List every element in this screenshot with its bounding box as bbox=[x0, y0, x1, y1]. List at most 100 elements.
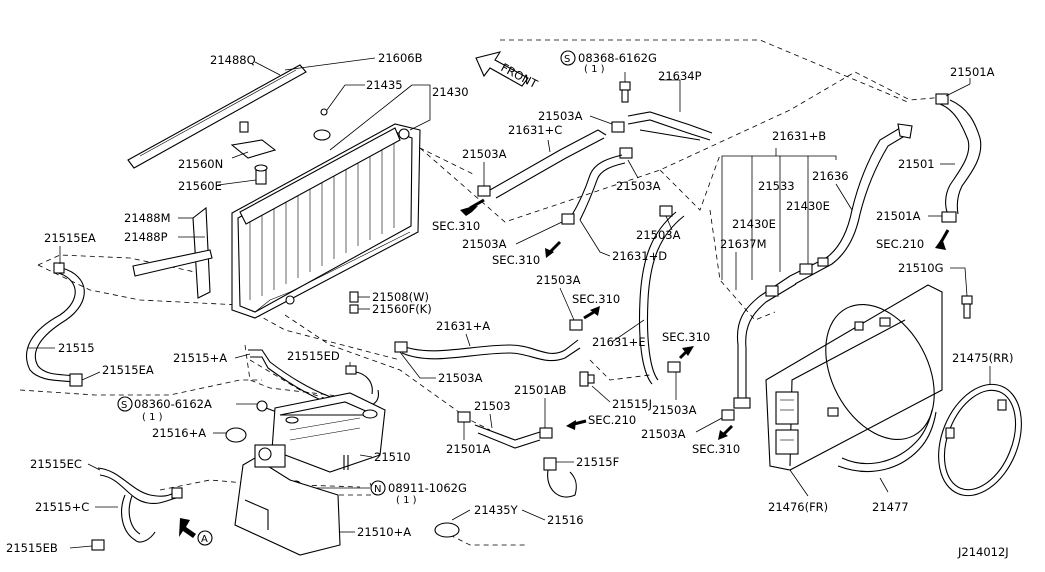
clamp-21515ED bbox=[345, 365, 373, 395]
strap-21515F bbox=[543, 457, 577, 498]
reservoir-tank-21510 bbox=[271, 392, 386, 473]
sec310-2: SEC.310 bbox=[492, 253, 540, 267]
ref-arrow-icon bbox=[179, 518, 196, 538]
label-21636: 21636 bbox=[812, 169, 849, 183]
circle-S-2: S bbox=[564, 54, 570, 65]
label-21435Y: 21435Y bbox=[474, 503, 519, 517]
radiator-cap-icon bbox=[313, 129, 331, 141]
drain-cock-21508 bbox=[349, 291, 359, 314]
circle-S-1: S bbox=[121, 400, 127, 411]
sec-arrow-icon bbox=[566, 419, 587, 430]
hose-21631A bbox=[399, 339, 581, 362]
sec210-2: SEC.210 bbox=[876, 237, 924, 251]
drain-plug-icon bbox=[320, 108, 328, 116]
clamp-21501AB bbox=[539, 427, 553, 439]
label-21631D: 21631+D bbox=[612, 249, 667, 263]
sec310-3: SEC.310 bbox=[572, 292, 620, 306]
label-21503A-2: 21503A bbox=[462, 147, 507, 161]
label-21430: 21430 bbox=[432, 85, 469, 99]
hose-21636 bbox=[789, 123, 913, 285]
radiator-core bbox=[231, 123, 421, 319]
circle-N: N bbox=[374, 484, 381, 495]
label-21501A-b: 21501A bbox=[446, 442, 491, 456]
sec-arrow-icon bbox=[545, 240, 562, 258]
label-21430E-2: 21430E bbox=[786, 199, 830, 213]
label-08368-qty: ( 1 ) bbox=[584, 64, 605, 75]
label-21488P: 21488P bbox=[124, 230, 168, 244]
sec-arrow-icon bbox=[583, 306, 600, 320]
grommet-21560E bbox=[254, 164, 268, 185]
clamp-21503A-2 bbox=[477, 185, 491, 197]
clamp-21503A-9 bbox=[721, 409, 735, 421]
label-21634P: 21634P bbox=[658, 69, 702, 83]
label-21515F: 21515F bbox=[576, 455, 619, 469]
label-21560E: 21560E bbox=[178, 179, 222, 193]
label-21533: 21533 bbox=[758, 179, 795, 193]
pipe-21634P bbox=[627, 111, 713, 141]
shroud-ring-21475 bbox=[938, 383, 1022, 497]
circle-ref-icon bbox=[560, 50, 576, 66]
label-21475RR: 21475(RR) bbox=[952, 351, 1014, 365]
label-21501A-2: 21501A bbox=[876, 209, 921, 223]
clamp-21503A-1 bbox=[611, 121, 625, 133]
front-arrow-icon bbox=[475, 51, 529, 87]
label-21631B: 21631+B bbox=[772, 129, 826, 143]
lower-tank-21510A bbox=[234, 444, 341, 556]
label-21503A-8: 21503A bbox=[652, 403, 697, 417]
label-21501: 21501 bbox=[898, 157, 935, 171]
label-21515EA-top: 21515EA bbox=[44, 231, 96, 245]
label-21631C: 21631+C bbox=[508, 123, 562, 137]
label-21501A-1: 21501A bbox=[950, 65, 995, 79]
label-08368: 08368-6162G bbox=[578, 51, 657, 65]
hose-21631D bbox=[571, 154, 626, 221]
label-21503A-3: 21503A bbox=[616, 179, 661, 193]
seal-strip-21488Q bbox=[127, 64, 307, 169]
label-21560FK: 21560F(K) bbox=[372, 302, 432, 316]
cap-21516A bbox=[225, 427, 247, 443]
clamp-21533 bbox=[817, 257, 829, 267]
drawing-code: J214012J bbox=[957, 545, 1009, 559]
label-21476FR: 21476(FR) bbox=[768, 500, 828, 514]
label-21503A-9: 21503A bbox=[641, 427, 686, 441]
sec-arrow-icon bbox=[935, 229, 950, 250]
dashed-guide-lines bbox=[19, 39, 946, 546]
label-21510A: 21510+A bbox=[357, 525, 411, 539]
cap-21516 bbox=[434, 522, 460, 538]
hose-21637M bbox=[736, 275, 797, 400]
label-21515J: 21515J bbox=[612, 397, 652, 411]
label-21631A: 21631+A bbox=[436, 319, 490, 333]
sec310-1: SEC.310 bbox=[432, 219, 480, 233]
label-08911-qty: ( 1 ) bbox=[396, 495, 417, 506]
label-21503A-5: 21503A bbox=[636, 228, 681, 242]
label-21508W: 21508(W) bbox=[372, 290, 429, 304]
label-21637M: 21637M bbox=[720, 237, 767, 251]
label-21515EA-bottom: 21515EA bbox=[102, 363, 154, 377]
sec210-1: SEC.210 bbox=[588, 413, 636, 427]
bracket-21560N bbox=[230, 121, 277, 159]
label-21435: 21435 bbox=[366, 78, 403, 92]
circle-ref-icon bbox=[197, 530, 213, 546]
bolt-21510G bbox=[961, 295, 973, 319]
clamp-21501A-b bbox=[457, 411, 471, 423]
label-21503: 21503 bbox=[474, 399, 511, 413]
clamp-21503A-5 bbox=[659, 205, 673, 217]
label-08360: 08360-6162A bbox=[134, 397, 212, 411]
clamp-21503A-8 bbox=[667, 361, 681, 373]
label-21503A-7: 21503A bbox=[536, 273, 581, 287]
label-08911: 08911-1062G bbox=[388, 481, 467, 495]
label-21560N: 21560N bbox=[178, 157, 223, 171]
hose-21503 bbox=[474, 424, 541, 449]
label-21516A: 21516+A bbox=[152, 426, 206, 440]
sec-arrow-icon bbox=[718, 424, 734, 440]
label-21503A-6: 21503A bbox=[438, 371, 483, 385]
label-21515: 21515 bbox=[58, 341, 95, 355]
label-21631E: 21631+E bbox=[592, 335, 646, 349]
label-21503A-1: 21503A bbox=[538, 109, 583, 123]
clamp-21515J bbox=[579, 371, 595, 387]
label-21430E-1: 21430E bbox=[732, 217, 776, 231]
label-21503A-4: 21503A bbox=[462, 237, 507, 251]
hose-21501 bbox=[935, 93, 982, 223]
label-21515EB: 21515EB bbox=[6, 541, 58, 555]
label-21477: 21477 bbox=[872, 500, 909, 514]
hose-21631E bbox=[638, 211, 685, 385]
